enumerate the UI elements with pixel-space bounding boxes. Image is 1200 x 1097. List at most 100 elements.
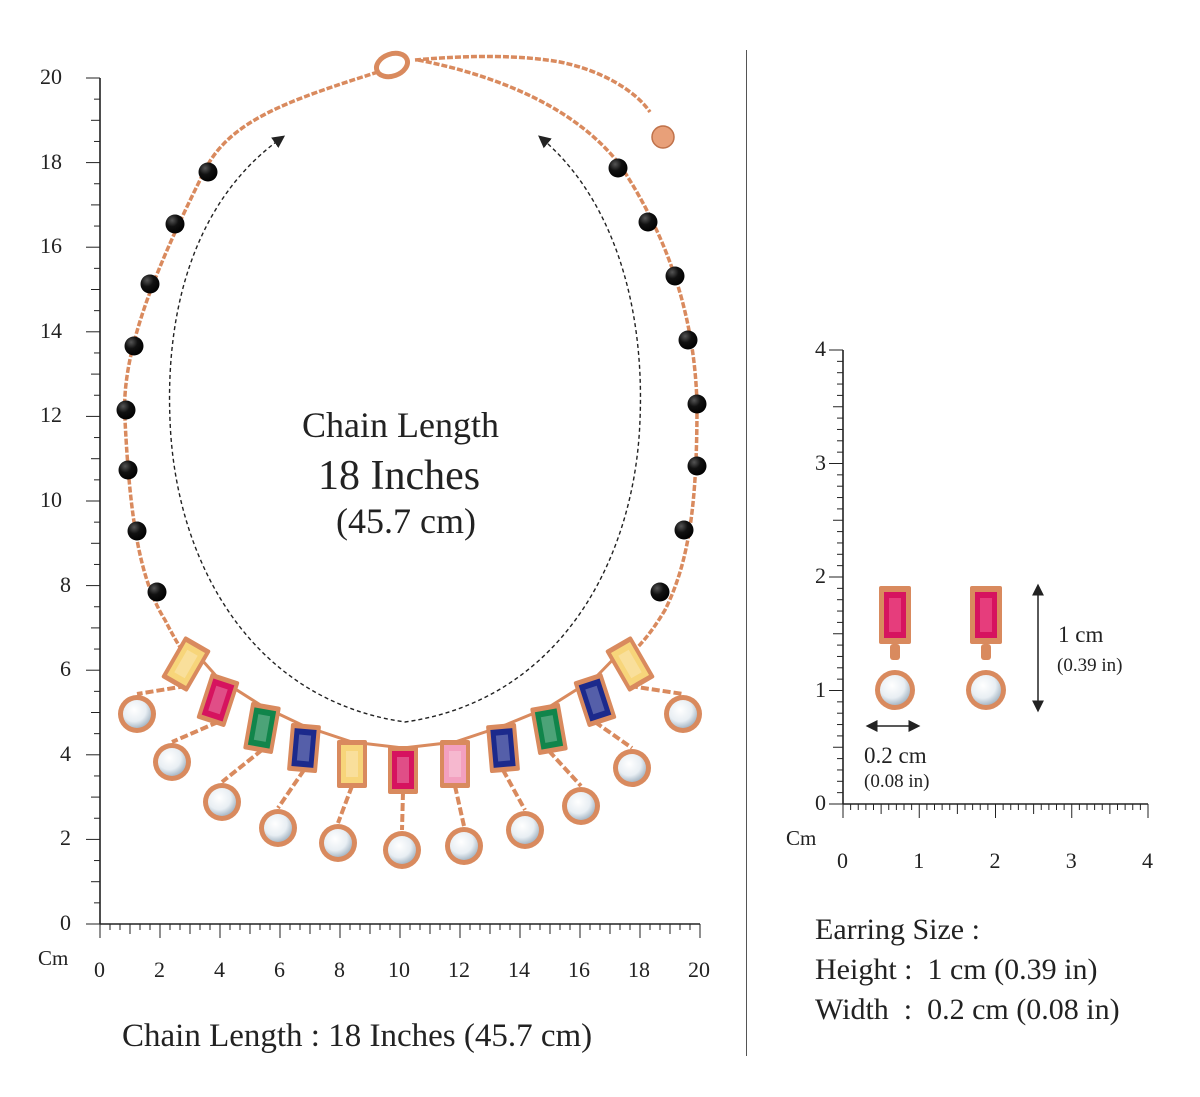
necklace-x-tick-label: 6 — [274, 957, 285, 982]
necklace-y-tick-label: 10 — [40, 487, 62, 512]
baguette-facet — [449, 751, 461, 777]
pendant — [153, 673, 240, 781]
baguette-stone — [287, 722, 321, 774]
pendant-link — [629, 684, 684, 696]
earring-x-tick-label: 3 — [1065, 848, 1077, 873]
necklace-y-tick-label: 8 — [60, 571, 71, 597]
necklace-x-tick-label: 12 — [448, 957, 470, 982]
necklace-x-tick-label: 16 — [568, 957, 590, 982]
chain-length-indicator — [168, 135, 642, 723]
baguette-facet — [296, 734, 312, 762]
baguette-facet — [495, 734, 511, 762]
necklace-y-tick-label: 6 — [60, 656, 71, 682]
baguette-stone — [243, 702, 281, 754]
necklace-x-tick-label: 10 — [388, 957, 410, 982]
onyx-bead — [116, 400, 136, 420]
baguette-stone — [530, 703, 568, 755]
necklace-y-tick-label: 0 — [60, 910, 71, 935]
baguette-facet — [618, 649, 642, 679]
onyx-bead — [198, 162, 218, 182]
baguette-stone — [388, 746, 418, 794]
necklace-x-tick-label: 18 — [628, 957, 650, 982]
earring-width-cm: 0.2 cm — [864, 743, 927, 768]
pendant — [486, 722, 544, 849]
earring-height-line: Height : 1 cm (0.39 in) — [815, 953, 1098, 986]
pendant — [118, 636, 211, 733]
pendant-link — [276, 768, 306, 810]
necklace-x-tick-label: 2 — [154, 957, 165, 982]
baguette-gem — [392, 751, 414, 789]
pendant-link — [220, 748, 264, 784]
necklace-clasp — [374, 50, 675, 149]
baguette-gem — [490, 728, 516, 768]
pendant — [573, 673, 651, 787]
crystal-stone — [123, 700, 151, 728]
necklace-y-tick-label: 2 — [60, 825, 71, 851]
baguette-gem — [201, 678, 235, 722]
onyx-bead — [665, 266, 685, 286]
necklace-ruler-unit: Cm — [38, 946, 69, 970]
necklace-y-tick-label: 12 — [40, 402, 62, 428]
pendant-link — [453, 785, 466, 827]
onyx-bead — [678, 330, 698, 350]
pendant — [605, 636, 702, 733]
onyx-bead — [140, 274, 160, 294]
crystal-stone — [669, 700, 697, 728]
pendant-link — [336, 785, 354, 824]
chain-length-title: Chain Length — [302, 405, 499, 445]
earring-width-in: (0.08 in) — [864, 771, 930, 792]
earring-right — [966, 586, 1006, 710]
necklace-ruler — [86, 77, 701, 938]
necklace-y-tick-label: 4 — [60, 740, 71, 766]
earring-size-title: Earring Size : — [815, 913, 980, 946]
crystal-stone — [618, 754, 646, 782]
pendant — [259, 722, 321, 847]
necklace-caption: Chain Length : 18 Inches (45.7 cm) — [122, 1018, 593, 1054]
baguette-facet — [253, 714, 271, 742]
baguette-stone — [196, 673, 240, 727]
crystal-stone — [264, 814, 292, 842]
baguette-stone — [605, 636, 655, 692]
baguette-gem — [534, 708, 564, 750]
earring-y-tick-label: 3 — [815, 449, 826, 475]
pendant — [530, 703, 600, 825]
earring-height-in: (0.39 in) — [1057, 655, 1123, 676]
crystal-stone — [208, 788, 236, 816]
pendant-link — [547, 749, 583, 788]
earring-y-tick-label: 4 — [815, 336, 826, 361]
baguette-gem — [610, 642, 650, 686]
earring-x-tick-label: 0 — [837, 848, 848, 873]
onyx-bead — [687, 394, 707, 414]
pendant-link — [593, 720, 634, 750]
earring-height-cm: 1 cm — [1058, 622, 1104, 647]
onyx-bead — [127, 521, 147, 541]
baguette-stone — [440, 740, 470, 788]
chain-length-inches: 18 Inches — [318, 453, 481, 499]
pendant — [440, 740, 483, 865]
earring-width-line: Width : 0.2 cm (0.08 in) — [815, 993, 1120, 1026]
crystal-stone — [450, 832, 478, 860]
earring-y-tick-label: 2 — [815, 563, 826, 588]
section-divider — [746, 50, 747, 1056]
crystal-stone — [567, 792, 595, 820]
onyx-bead — [124, 336, 144, 356]
necklace-x-tick-label: 0 — [94, 957, 105, 982]
baguette-facet — [346, 751, 358, 777]
pendant-link — [136, 684, 187, 696]
crystal-stone — [158, 748, 186, 776]
baguette-gem — [341, 745, 363, 783]
pendant-link — [501, 769, 527, 811]
crystal-stone — [324, 829, 352, 857]
baguette-gem — [166, 642, 206, 686]
pendant — [319, 740, 367, 862]
baguette-gem — [247, 707, 277, 749]
necklace-x-tick-label: 14 — [508, 957, 530, 982]
necklace-x-tick-label: 8 — [334, 957, 345, 982]
pendant-link — [400, 791, 405, 831]
baguette-facet — [397, 757, 409, 783]
baguette-stone — [573, 673, 617, 727]
onyx-beads — [116, 158, 707, 602]
baguette-stone — [337, 740, 367, 788]
